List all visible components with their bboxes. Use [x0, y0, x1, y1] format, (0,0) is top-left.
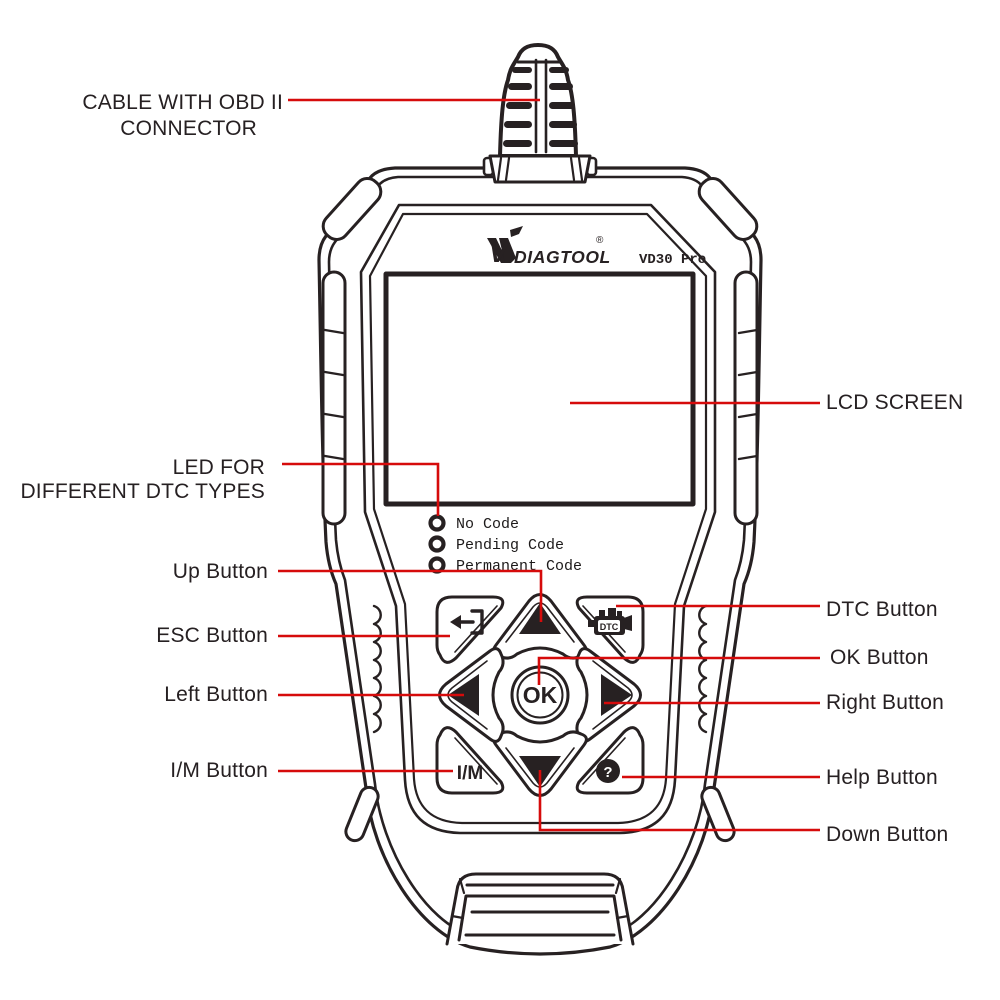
face-plate [359, 203, 717, 835]
dtc-button-label: DTC [600, 622, 619, 632]
brand-v-stroke2 [499, 238, 516, 263]
help-button-label: ? [603, 764, 612, 781]
brand-v-stroke1 [487, 238, 508, 263]
brand-v: V [489, 238, 509, 268]
leader-lines [278, 98, 820, 832]
callout-dtc: DTC Button [826, 598, 938, 621]
brand-v-flag [510, 226, 523, 237]
led-label-permanent-code: Permanent Code [456, 558, 582, 575]
led-pending-code [428, 535, 446, 553]
boot-collar [482, 154, 598, 184]
led-label-no-code: No Code [456, 516, 519, 533]
callout-led-line1: LED FOR [172, 456, 265, 479]
keypad: OK DTC [435, 593, 645, 797]
help-icon: ? [596, 759, 620, 783]
side-grips [321, 270, 759, 734]
callout-im: I/M Button [170, 759, 268, 782]
model-text: VD30 Pro [639, 252, 706, 268]
led-label-pending-code: Pending Code [456, 537, 564, 554]
leader-ok [537, 656, 820, 685]
callout-help: Help Button [826, 766, 938, 789]
registered-mark: ® [596, 235, 604, 246]
ok-button-label: OK [523, 682, 558, 708]
brand-logo: V DIAGTOOL ® VD30 Pro [487, 226, 706, 268]
lcd-screen [383, 271, 696, 507]
leader-led [282, 462, 440, 516]
im-button-label: I/M [457, 763, 483, 784]
callout-cable-line1: CABLE WITH OBD II [82, 91, 283, 114]
brand-text: DIAGTOOL [514, 247, 611, 267]
check-engine-icon: DTC [588, 608, 632, 635]
callout-up: Up Button [172, 560, 268, 583]
callout-cable: CABLE WITH OBD II CONNECTOR [82, 90, 283, 142]
callout-cable-line2: CONNECTOR [120, 117, 257, 140]
callout-led-line2: DIFFERENT DTC TYPES [20, 480, 265, 503]
ok-button: OK [510, 665, 570, 725]
led-no-code [428, 514, 446, 532]
callout-esc: ESC Button [156, 624, 268, 647]
callout-led: LED FOR DIFFERENT DTC TYPES [20, 456, 265, 504]
esc-exit-icon [450, 609, 484, 635]
callout-left: Left Button [164, 683, 268, 706]
callout-right: Right Button [826, 691, 944, 714]
led-permanent-code [428, 556, 446, 574]
callout-ok: OK Button [830, 646, 929, 669]
leader-down [538, 770, 820, 832]
boot-ribs [503, 67, 578, 147]
callout-down: Down Button [826, 823, 949, 846]
corner-bumpers [321, 176, 759, 843]
bottom-hanger [445, 872, 635, 946]
callout-lcd: LCD SCREEN [826, 391, 964, 414]
leader-up [278, 569, 543, 622]
